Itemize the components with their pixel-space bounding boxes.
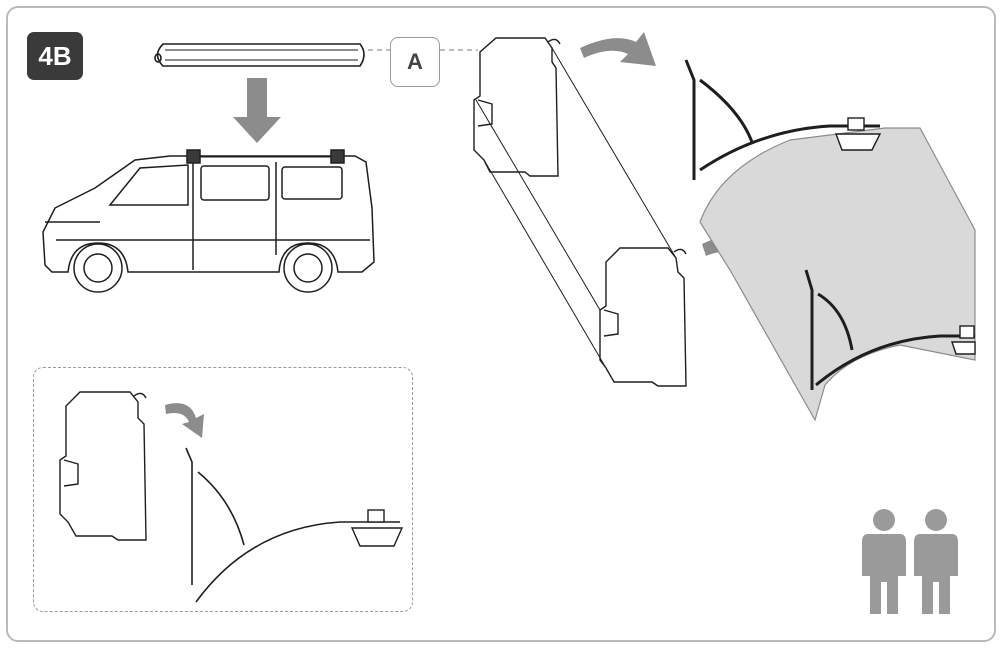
bolt-icon bbox=[834, 117, 882, 151]
down-arrow-icon bbox=[233, 78, 281, 143]
vehicle-wall-panel bbox=[699, 127, 976, 422]
bolt-icon bbox=[951, 325, 976, 355]
awning-icon bbox=[154, 43, 365, 67]
bracket-profile-icon bbox=[185, 447, 400, 603]
adapter-profile-icon bbox=[599, 247, 687, 387]
van-icon bbox=[42, 149, 375, 293]
adapter-profile-icon bbox=[473, 37, 561, 177]
diagram-frame bbox=[6, 6, 996, 642]
step-badge: 4B bbox=[27, 32, 83, 80]
adapter-profile-icon bbox=[59, 391, 147, 541]
bracket-profile-icon bbox=[804, 269, 975, 390]
two-persons-icon bbox=[862, 509, 958, 614]
bolt-icon bbox=[350, 509, 404, 547]
projection-lines bbox=[475, 47, 677, 369]
curved-arrow-icon bbox=[165, 403, 204, 438]
curved-arrow-icon bbox=[580, 32, 656, 66]
bracket-profile-icon bbox=[684, 59, 880, 180]
callout-label-a: A bbox=[390, 37, 440, 87]
detail-inset-box bbox=[33, 367, 413, 612]
